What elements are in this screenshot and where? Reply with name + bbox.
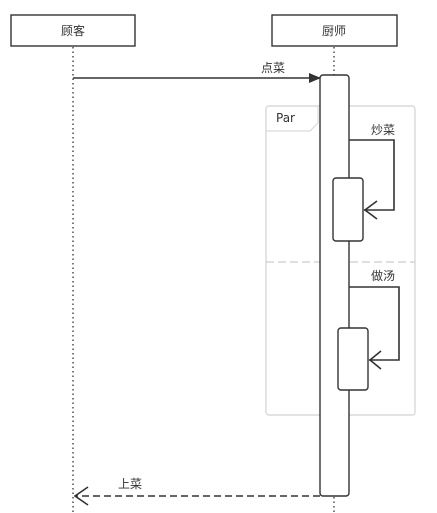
stir-fry-message-arrow — [349, 139, 395, 211]
par-fragment-tab — [266, 106, 319, 132]
chef-participant-label: 厨师 — [322, 24, 346, 38]
serve-message: 上菜 — [73, 477, 320, 506]
make-soup-arrowhead — [368, 350, 382, 370]
make-soup-message-label: 做汤 — [371, 268, 395, 283]
stir-fry-message: 炒菜 — [332, 123, 395, 242]
stir-fry-arrowhead — [363, 200, 378, 220]
customer-participant[interactable]: 顾客 — [10, 14, 136, 47]
make-soup-message-arrow — [349, 286, 400, 361]
make-soup-activation-bar — [337, 327, 369, 391]
stir-fry-activation-bar — [332, 177, 364, 242]
customer-participant-label: 顾客 — [61, 23, 85, 38]
make-soup-message: 做汤 — [337, 268, 400, 391]
chef-participant[interactable]: 厨师 — [271, 14, 398, 47]
chef-activation-bar — [319, 74, 350, 497]
order-message-label: 点菜 — [261, 61, 285, 75]
order-message: 点菜 — [73, 61, 321, 83]
par-fragment-operator: Par — [276, 111, 295, 125]
stir-fry-message-label: 炒菜 — [371, 123, 395, 137]
serve-message-label: 上菜 — [118, 477, 142, 491]
serve-arrowhead — [73, 486, 89, 506]
